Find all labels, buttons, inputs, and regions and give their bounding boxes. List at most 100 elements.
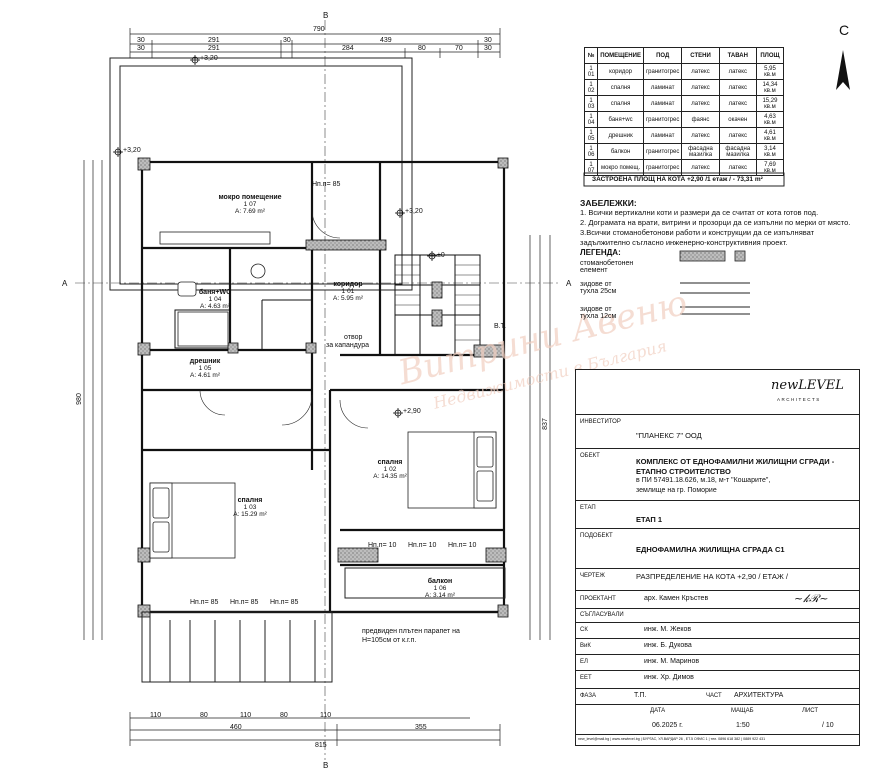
designer-value: арх. Камен Кръстев (644, 595, 709, 602)
room-number: 1 05 (198, 365, 212, 372)
room-area: A: 4.61 m² (190, 372, 220, 379)
table-cell: спалня (597, 95, 644, 112)
table-cell: гранитогрес (642, 159, 683, 176)
table-cell: латекс (681, 95, 720, 112)
dim-top: 30 (137, 45, 145, 52)
table-cell: ламинат (642, 79, 683, 96)
agreed-row: СЪГЛАСУВАЛИ (576, 608, 859, 623)
table-cell: 15,29 кв.м (755, 95, 785, 112)
table-cell: латекс (681, 63, 720, 80)
room-name: балкон (427, 578, 453, 585)
room-bedroom-2: спалня 1 03 A: 15.29 m² (220, 497, 280, 518)
scale-label: МАЩАБ (731, 708, 754, 714)
dim-bottom: 110 (320, 712, 332, 719)
table-cell: латекс (718, 63, 757, 80)
dim-bottom: 80 (280, 712, 288, 719)
approval-name: инж. М. Жеков (644, 626, 692, 633)
date-value: 06.2025 г. (652, 722, 683, 729)
note-item: 3.Всички стоманобетонови работи и констр… (580, 228, 815, 237)
approval-row: ВиК инж. Б. Дукова (576, 638, 859, 655)
object-line-4: землище на гр. Поморие (636, 487, 717, 494)
approval-row: СК инж. М. Жеков (576, 622, 859, 639)
phase-row: ФАЗА Т.П. ЧАСТ АРХИТЕКТУРА (576, 688, 859, 705)
dim-right-total: 837 (541, 418, 549, 430)
table-cell: гранитогрес (642, 111, 683, 128)
room-area: A: 14.35 m² (373, 473, 407, 480)
table-header: ПЛОЩ (755, 47, 785, 64)
notes-title: ЗАБЕЛЕЖКИ: (580, 198, 637, 208)
room-name: дрешник (189, 358, 221, 365)
table-cell: латекс (681, 127, 720, 144)
room-area: A: 15.29 m² (233, 511, 267, 518)
table-cell: 1 02 (583, 79, 599, 96)
agreed-label: СЪГЛАСУВАЛИ (580, 612, 624, 618)
table-header: ТАВАН (718, 47, 757, 64)
phase-value: Т.П. (634, 692, 647, 699)
room-name: спалня (377, 459, 403, 466)
room-area: A: 5.95 m² (333, 295, 363, 302)
room-bathroom: баня+WC 1 04 A: 4.63 m² (185, 289, 245, 310)
dim-top: 30 (484, 37, 492, 44)
dim-bottom: 355 (415, 724, 427, 731)
table-cell: 1 05 (583, 127, 599, 144)
table-cell: 1 06 (583, 143, 599, 160)
table-cell: 1 03 (583, 95, 599, 112)
date-label: ДАТА (650, 708, 666, 714)
dim-top: 291 (208, 37, 220, 44)
approval-row: ЕЕТ инж. Хр. Димов (576, 670, 859, 687)
room-number: 1 02 (383, 466, 397, 473)
level-label: +2,90 (403, 408, 421, 415)
table-header-row: № ПОМЕЩЕНИЕ ПОД СТЕНИ ТАВАН ПЛОЩ (583, 47, 785, 64)
signature-icon: ~𝓀ℛ~ (794, 592, 829, 605)
north-label: С (839, 22, 850, 38)
approval-name: инж. М. Маринов (644, 658, 700, 665)
section-label-b-bottom: B (323, 761, 329, 770)
sill-label-10: Hп.п= 10 (448, 542, 477, 549)
investor-label: ИНВЕСТИТОР (580, 419, 621, 425)
dim-top: 439 (380, 37, 392, 44)
vt-label: B.T. (494, 323, 507, 330)
object-line-2: ЕТАПНО СТРОИТЕЛСТВО (636, 467, 731, 476)
dim-top: 30 (137, 37, 145, 44)
part-label: ЧАСТ (706, 693, 722, 699)
stage-label: ЕТАП (580, 505, 596, 511)
table-cell: латекс (718, 79, 757, 96)
room-bedroom-1: спалня 1 02 A: 14.35 m² (360, 459, 420, 480)
meta-row: ДАТА 06.2025 г. МАЩАБ 1:50 ЛИСТ / 10 (576, 704, 859, 735)
room-number: 1 06 (433, 585, 447, 592)
dim-bottom: 110 (150, 712, 162, 719)
subobject-row: ПОДОБЕКТ ЕДНОФАМИЛНА ЖИЛИЩНА СГРАДА С1 (576, 528, 859, 567)
table-cell: 4,61 кв.м (755, 127, 785, 144)
table-cell: 5,95 кв.м (755, 63, 785, 80)
sill-label: Hп.п= 85 (190, 599, 219, 606)
dim-bottom: 110 (240, 712, 252, 719)
approval-label: ВиК (580, 643, 591, 649)
sheet-label: ЛИСТ (802, 708, 819, 714)
table-cell: ламинат (642, 95, 683, 112)
designer-label: ПРОЕКТАНТ (580, 596, 616, 602)
table-cell: латекс (681, 159, 720, 176)
table-cell: фаянс (681, 111, 720, 128)
stage-row: ЕТАП ЕТАП 1 (576, 500, 859, 529)
level-label: +3,20 (123, 147, 141, 154)
table-cell: гранитогрес (642, 63, 683, 80)
table-header: ПОМЕЩЕНИЕ (597, 47, 644, 64)
sill-label: Hп.п= 85 (312, 181, 341, 188)
legend-item-concrete: стоманобетонен елемент (580, 260, 634, 274)
room-area: A: 7.69 m² (235, 208, 265, 215)
object-line-3: в ПИ 57491.18.626, м.18, м-т "Кошарите", (636, 477, 771, 484)
phase-label: ФАЗА (580, 693, 596, 699)
approval-row: ЕЛ инж. М. Маринов (576, 654, 859, 671)
notes-section: ЗАБЕЛЕЖКИ: 1. Всички вертикални коти и р… (580, 198, 880, 248)
approval-label: ЕЕТ (580, 675, 592, 681)
opening-label: отвор (344, 334, 363, 341)
legend-item-brick-25: зидове от тухла 25см (580, 281, 617, 295)
room-number: 1 07 (243, 201, 257, 208)
note-item: 1. Всички вертикални коти и размери да с… (580, 208, 819, 217)
